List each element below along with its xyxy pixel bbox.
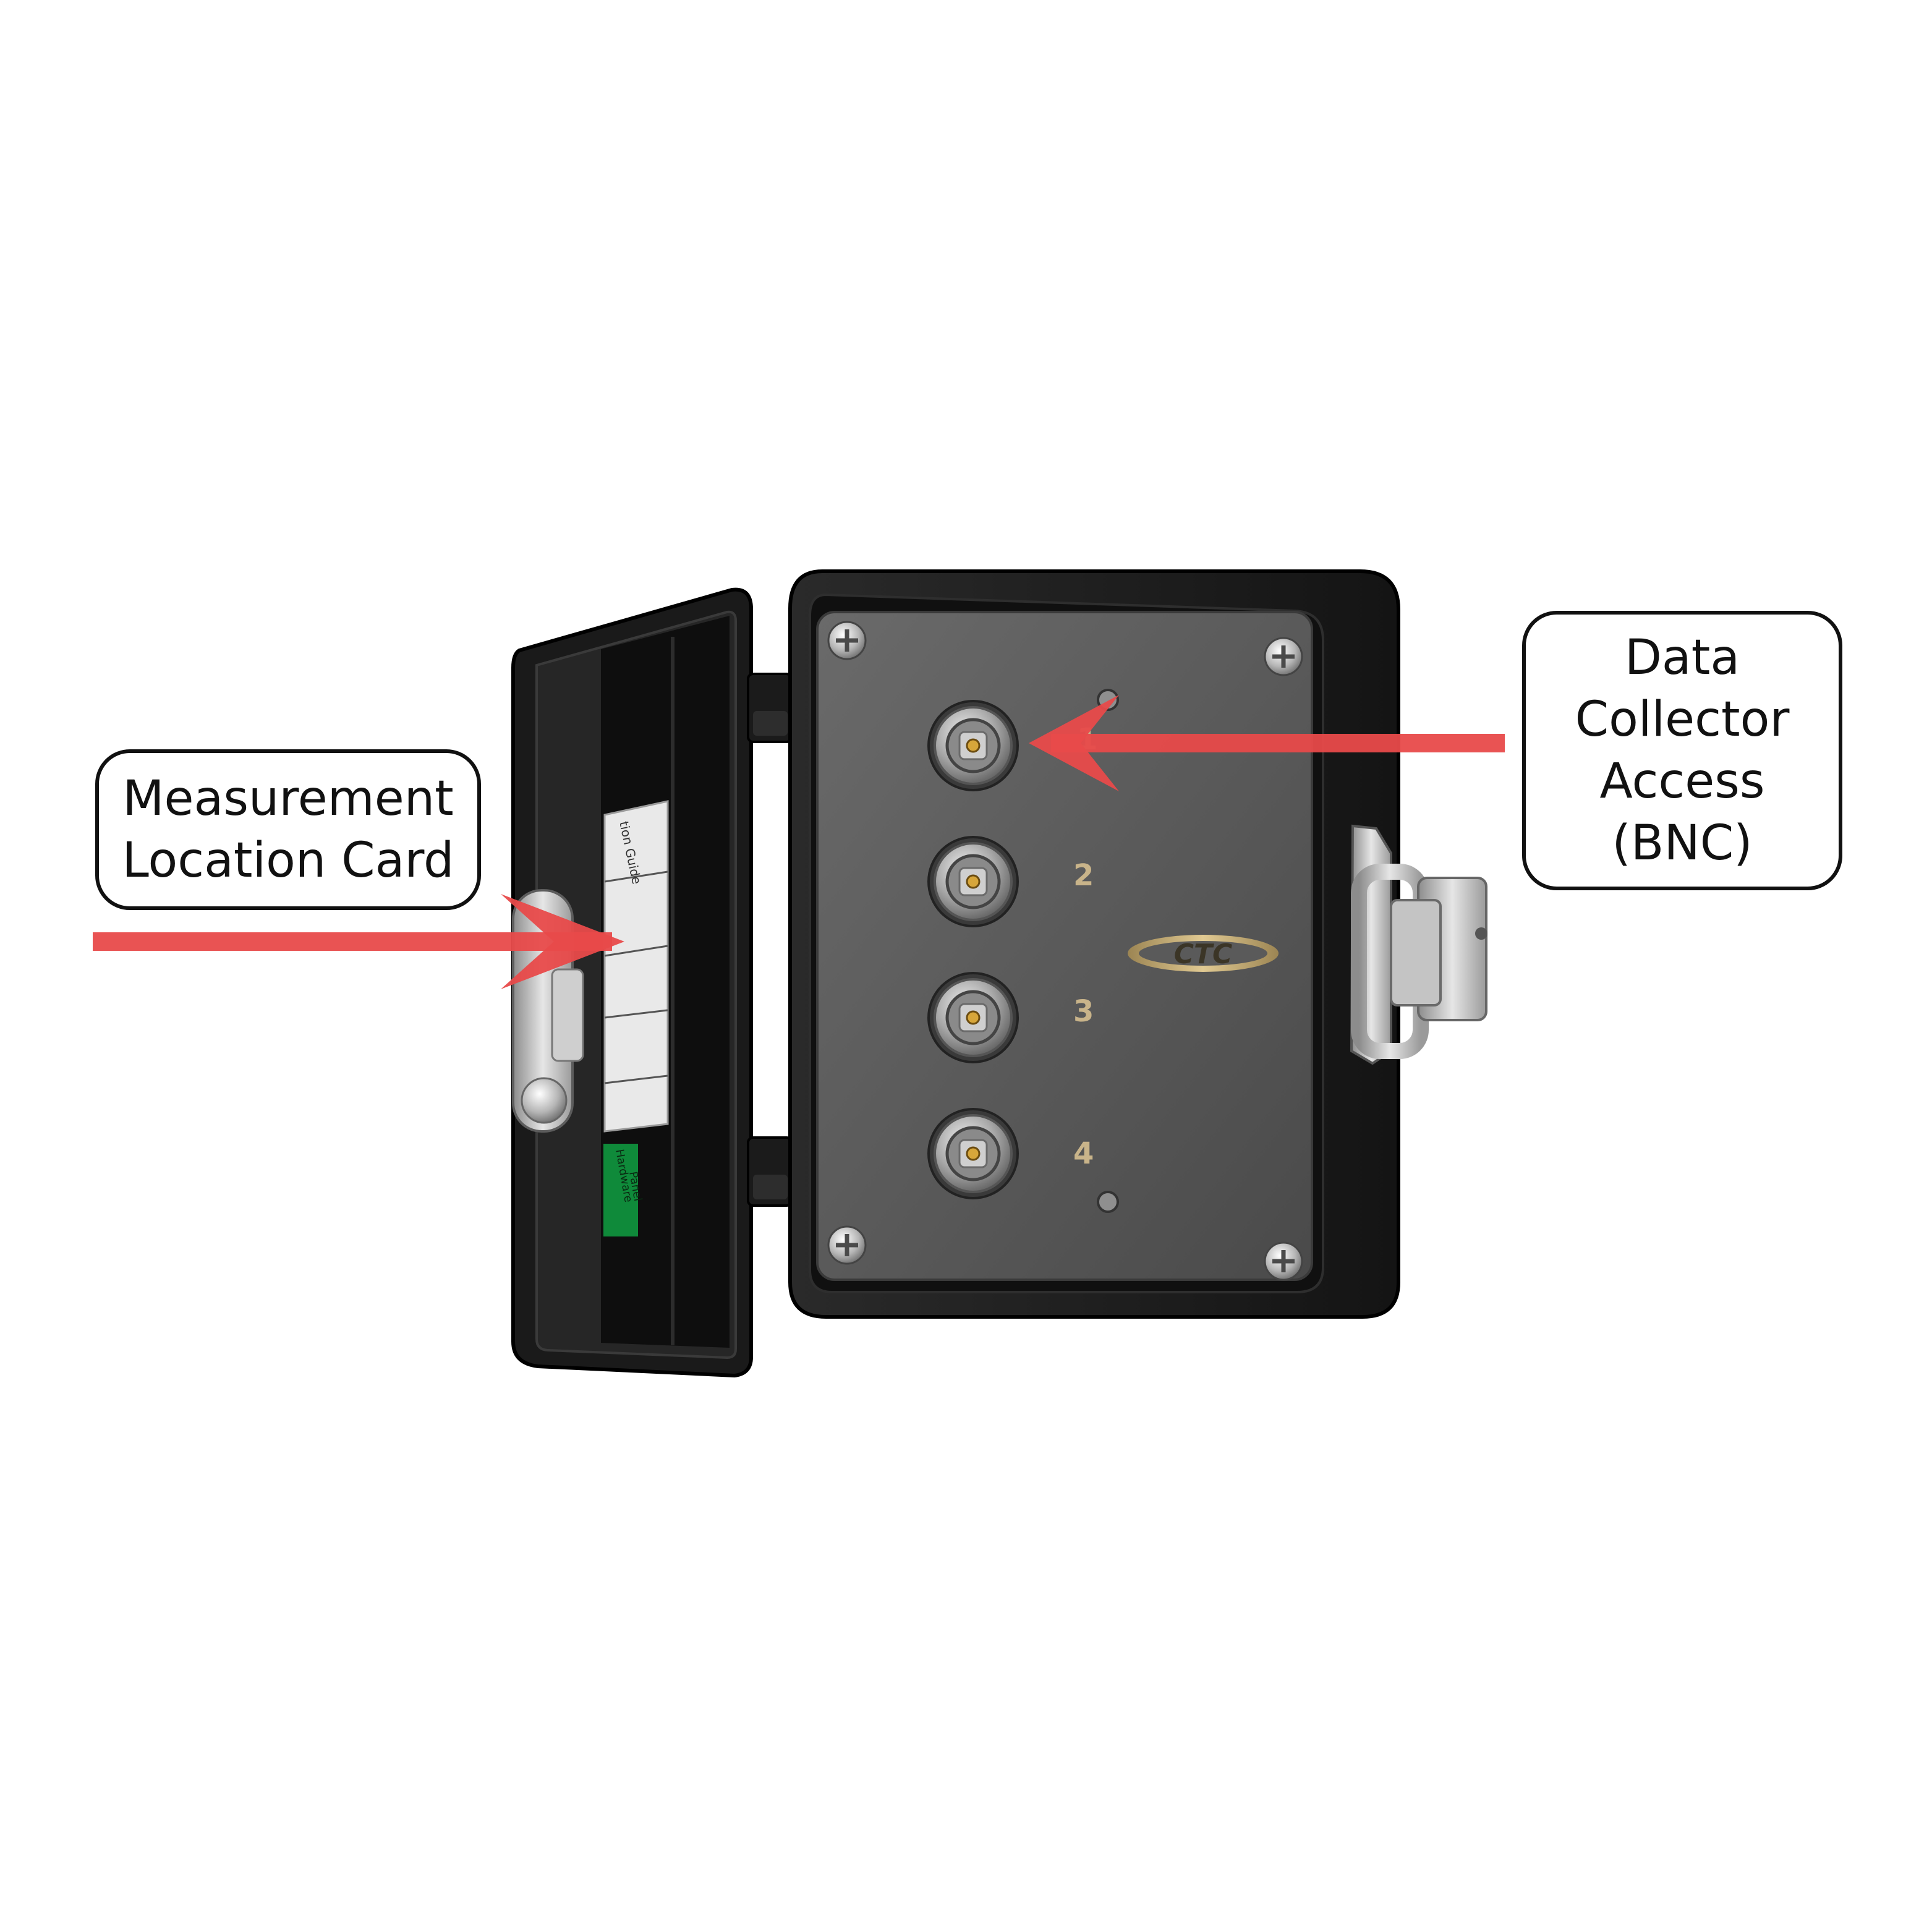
callout-right-line-1: Data [1624,630,1740,686]
grommet [1097,1191,1119,1213]
arrow-to-bnc [1029,695,1505,791]
callout-right-line-2: Collector [1575,692,1790,747]
bnc-connector-4[interactable] [927,1108,1019,1199]
callout-data-collector-access: Data Collector Access (BNC) [1522,611,1842,890]
connector-panel [816,611,1313,1281]
callout-right-line-3: Access [1599,754,1765,809]
logo-text: CTC [1174,938,1233,970]
ctc-logo: CTC [1128,935,1279,972]
arrow-to-card [93,894,624,989]
side-latch [1350,824,1487,1065]
port-number-4: 4 [1073,1136,1094,1171]
measurement-location-card: tion Guide Hardware Panel [603,800,669,1236]
screw-icon [827,1225,867,1265]
callout-right-line-4: (BNC) [1612,815,1753,871]
callout-left-line-1: Measurement [122,771,454,827]
callout-measurement-location-card: Measurement Location Card [95,749,481,910]
screw-icon [1264,1241,1303,1281]
port-number-2: 2 [1073,858,1094,893]
bnc-connector-3[interactable] [927,972,1019,1063]
callout-left-line-2: Location Card [122,833,454,888]
port-number-3: 3 [1073,994,1094,1029]
bnc-connector-2[interactable] [927,836,1019,927]
screw-icon [1264,637,1303,676]
enclosure-body: 1 2 3 4 CTC [788,569,1400,1319]
screw-icon [827,621,867,660]
card-green-label [603,1144,638,1236]
bnc-connector-1[interactable] [927,700,1019,791]
hinges [747,673,793,1207]
